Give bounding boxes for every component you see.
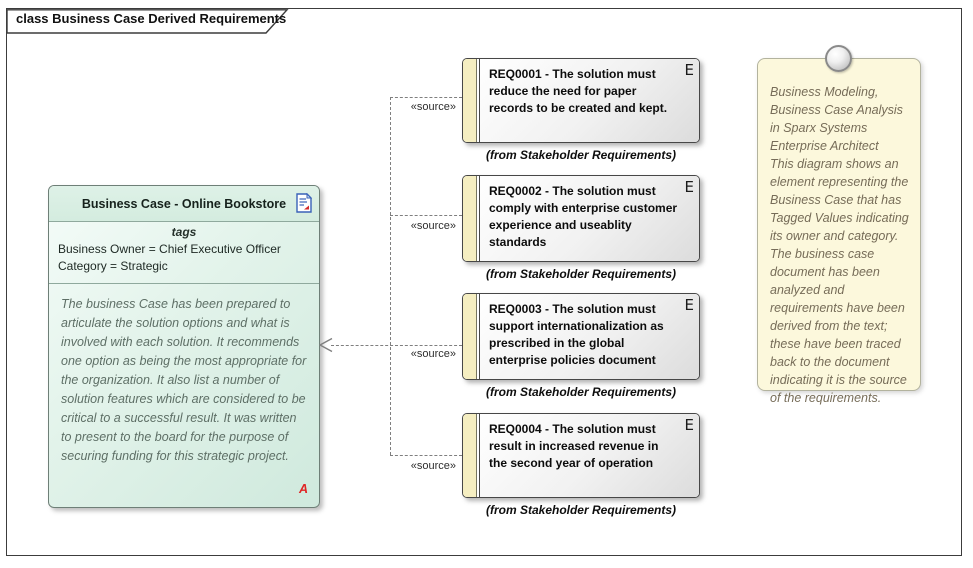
note-node[interactable]: Business Modeling, Business Case Analysi… (757, 45, 921, 405)
tags-heading: tags (171, 225, 197, 239)
external-requirement-indicator: E (684, 61, 694, 79)
connector-trunk (390, 97, 391, 455)
business-case-node[interactable]: Business Case - Online Bookstore tags Bu… (48, 185, 320, 508)
from-package-label: (from Stakeholder Requirements) (485, 148, 677, 162)
requirement-box[interactable]: REQ0002 - The solution must comply with … (462, 175, 700, 262)
requirement-body: REQ0003 - The solution must support inte… (480, 294, 699, 379)
requirement-node-req0003[interactable]: REQ0003 - The solution must support inte… (462, 293, 700, 399)
tags-compartment: tags Business Owner = Chief Executive Of… (49, 222, 319, 284)
source-label: «source» (410, 460, 456, 472)
requirement-title: REQ0003 - The solution must support inte… (489, 302, 664, 367)
source-label: «source» (410, 348, 456, 360)
requirement-strip-divider (477, 176, 480, 261)
requirement-strip (463, 414, 477, 497)
requirement-box[interactable]: REQ0001 - The solution must reduce the n… (462, 58, 700, 143)
pushpin-icon (825, 45, 852, 72)
from-package-label: (from Stakeholder Requirements) (485, 503, 677, 517)
requirement-node-req0004[interactable]: REQ0004 - The solution must result in in… (462, 413, 700, 517)
note-heading: Business Modeling, Business Case Analysi… (770, 85, 903, 153)
requirement-title: REQ0001 - The solution must reduce the n… (489, 67, 668, 115)
external-requirement-indicator: E (684, 416, 694, 434)
requirement-body: REQ0002 - The solution must comply with … (480, 176, 699, 261)
requirement-strip-divider (477, 294, 480, 379)
from-package-label: (from Stakeholder Requirements) (485, 385, 677, 399)
connector-branch-req0001 (390, 97, 462, 98)
open-arrow-icon (319, 337, 333, 353)
requirement-box[interactable]: REQ0003 - The solution must support inte… (462, 293, 700, 380)
document-icon (296, 193, 312, 213)
source-label: «source» (410, 101, 456, 113)
requirement-strip (463, 59, 477, 142)
connector-branch-req0004 (390, 455, 462, 456)
frame-tab (7, 9, 289, 34)
business-case-title: Business Case - Online Bookstore (81, 196, 287, 211)
requirement-strip (463, 176, 477, 261)
requirement-node-req0002[interactable]: REQ0002 - The solution must comply with … (462, 175, 700, 281)
tag-category: Category = Strategic (58, 259, 168, 273)
external-requirement-indicator: E (684, 178, 694, 196)
frame-title: class Business Case Derived Requirements (16, 11, 287, 26)
from-package-label: (from Stakeholder Requirements) (485, 267, 677, 281)
business-case-header: Business Case - Online Bookstore (49, 186, 319, 222)
requirement-body: REQ0001 - The solution must reduce the n… (480, 59, 699, 142)
external-requirement-indicator: E (684, 296, 694, 314)
notes-compartment: The business Case has been prepared to a… (49, 284, 319, 506)
requirement-body: REQ0004 - The solution must result in in… (480, 414, 699, 497)
requirement-title: REQ0004 - The solution must result in in… (489, 422, 659, 470)
source-label: «source» (410, 220, 456, 232)
requirement-node-req0001[interactable]: REQ0001 - The solution must reduce the n… (462, 58, 700, 162)
tag-business-owner: Business Owner = Chief Executive Officer (58, 242, 281, 256)
requirement-title: REQ0002 - The solution must comply with … (489, 184, 678, 249)
connector-branch-req0003 (331, 345, 462, 346)
requirement-box[interactable]: REQ0004 - The solution must result in in… (462, 413, 700, 498)
business-case-notes: The business Case has been prepared to a… (61, 297, 307, 463)
requirement-strip-divider (477, 59, 480, 142)
note-body: This diagram shows an element representi… (770, 157, 909, 405)
connector-branch-req0002 (390, 215, 462, 216)
requirement-strip (463, 294, 477, 379)
requirement-strip-divider (477, 414, 480, 497)
diagram-frame (6, 8, 962, 556)
artifact-indicator: A (298, 482, 308, 496)
